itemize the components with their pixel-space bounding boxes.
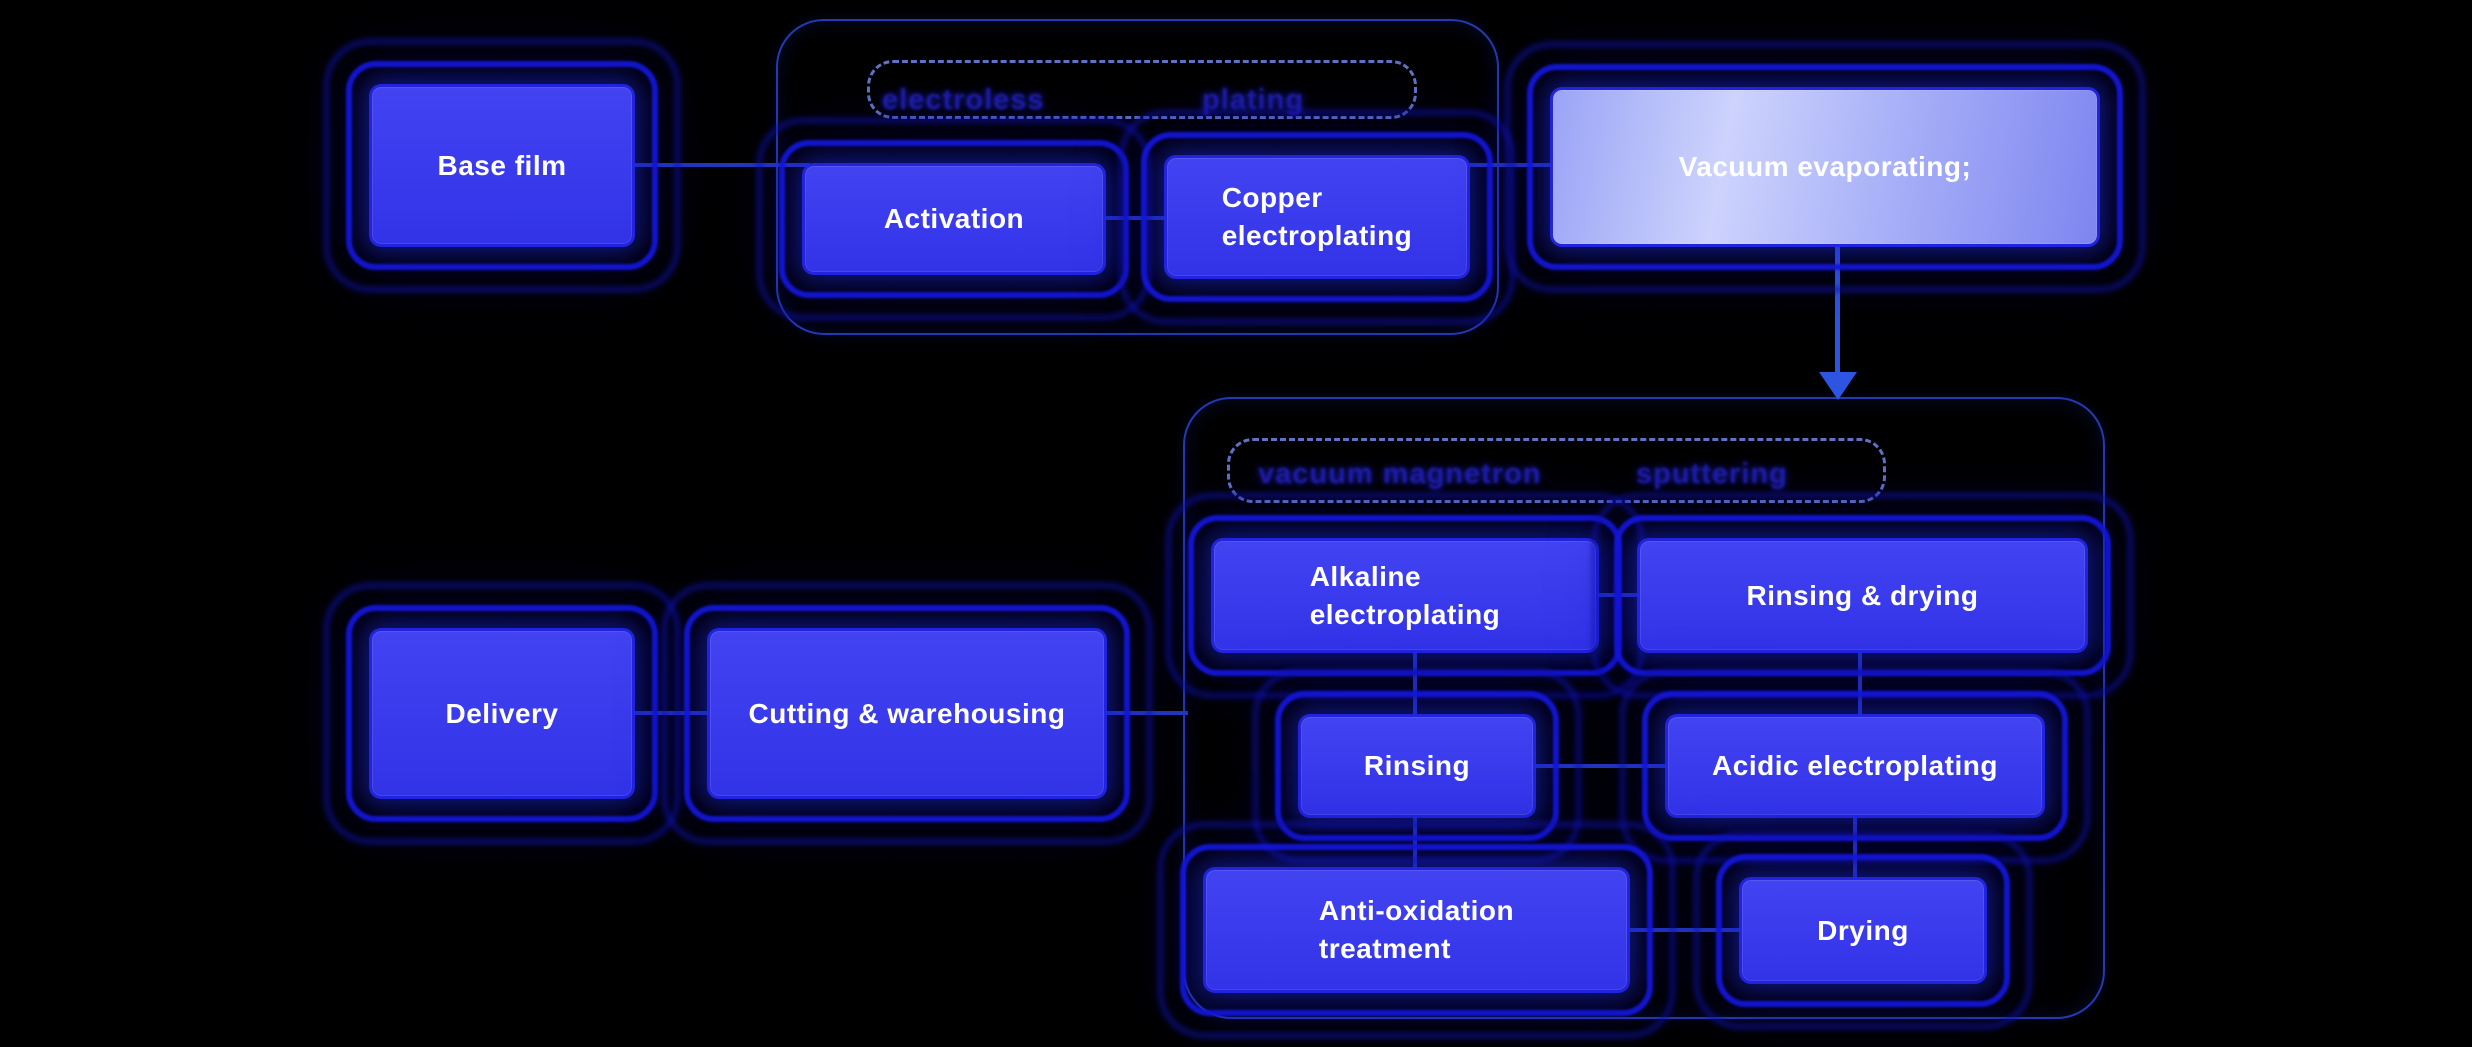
node-alkaline-electroplating: Alkaline electroplating: [1214, 541, 1596, 650]
node-rinsing: Rinsing: [1301, 717, 1533, 815]
plating-group-outline: [776, 19, 1499, 335]
ghost-label-vacuum-magnetron: vacuum magnetron: [1258, 458, 1542, 490]
connector-sputtering-group-to-cutting: [1100, 711, 1188, 715]
connector-anti-oxidation-to-drying: [1624, 928, 1746, 932]
node-base-film: Base film: [372, 87, 632, 244]
node-label: Copper electroplating: [1221, 182, 1413, 251]
node-label: Drying: [1817, 914, 1909, 946]
node-copper-electroplating: Copper electroplating: [1167, 158, 1467, 276]
connector-activation-to-copper: [1100, 216, 1172, 220]
connector-alkaline-to-rinsing-drying: [1593, 593, 1645, 597]
node-label: Rinsing: [1363, 750, 1471, 782]
connector-rinsing-drying-to-acidic: [1858, 648, 1862, 720]
node-drying: Drying: [1742, 880, 1984, 981]
node-label: Cutting & warehousing: [748, 697, 1066, 729]
node-label: Rinsing & drying: [1746, 579, 1979, 611]
sputtering-group-dashed-label-box: [1227, 438, 1886, 503]
node-cutting-and-warehousing: Cutting & warehousing: [710, 631, 1104, 796]
node-label: Acidic electroplating: [1712, 750, 1998, 782]
node-vacuum-evaporating: Vacuum evaporating;: [1553, 90, 2097, 244]
node-label: Base film: [437, 149, 567, 181]
node-label: Vacuum evaporating;: [1678, 151, 1972, 183]
ghost-label-sputtering: sputtering: [1636, 458, 1788, 490]
node-activation: Activation: [805, 166, 1103, 272]
node-rinsing-and-drying: Rinsing & drying: [1640, 541, 2085, 650]
connector-acidic-to-drying: [1853, 813, 1857, 883]
arrow-vacuum-to-group-line: [1835, 246, 1840, 374]
connector-alkaline-to-rinsing: [1413, 648, 1417, 720]
connector-base-to-plating-group: [628, 163, 810, 167]
node-label: Anti-oxidation treatment: [1318, 895, 1515, 964]
connector-rinsing-to-acidic: [1530, 764, 1672, 768]
node-label: Activation: [883, 203, 1025, 235]
connector-rinsing-to-anti-oxidation: [1413, 813, 1417, 873]
node-anti-oxidation-treatment: Anti-oxidation treatment: [1206, 870, 1627, 990]
ghost-label-electroless: electroless: [882, 84, 1045, 116]
connector-cutting-to-delivery: [628, 711, 716, 715]
sputtering-group-outline: [1183, 397, 2105, 1019]
node-acidic-electroplating: Acidic electroplating: [1668, 717, 2042, 815]
connector-copper-to-vacuum: [1462, 163, 1558, 167]
node-label: Delivery: [445, 697, 559, 729]
node-delivery: Delivery: [372, 631, 632, 796]
ghost-label-plating: plating: [1202, 84, 1305, 116]
arrow-vacuum-to-group-head: [1819, 372, 1857, 400]
node-label: Alkaline electroplating: [1309, 560, 1501, 630]
plating-group-dashed-label-box: [867, 60, 1417, 119]
